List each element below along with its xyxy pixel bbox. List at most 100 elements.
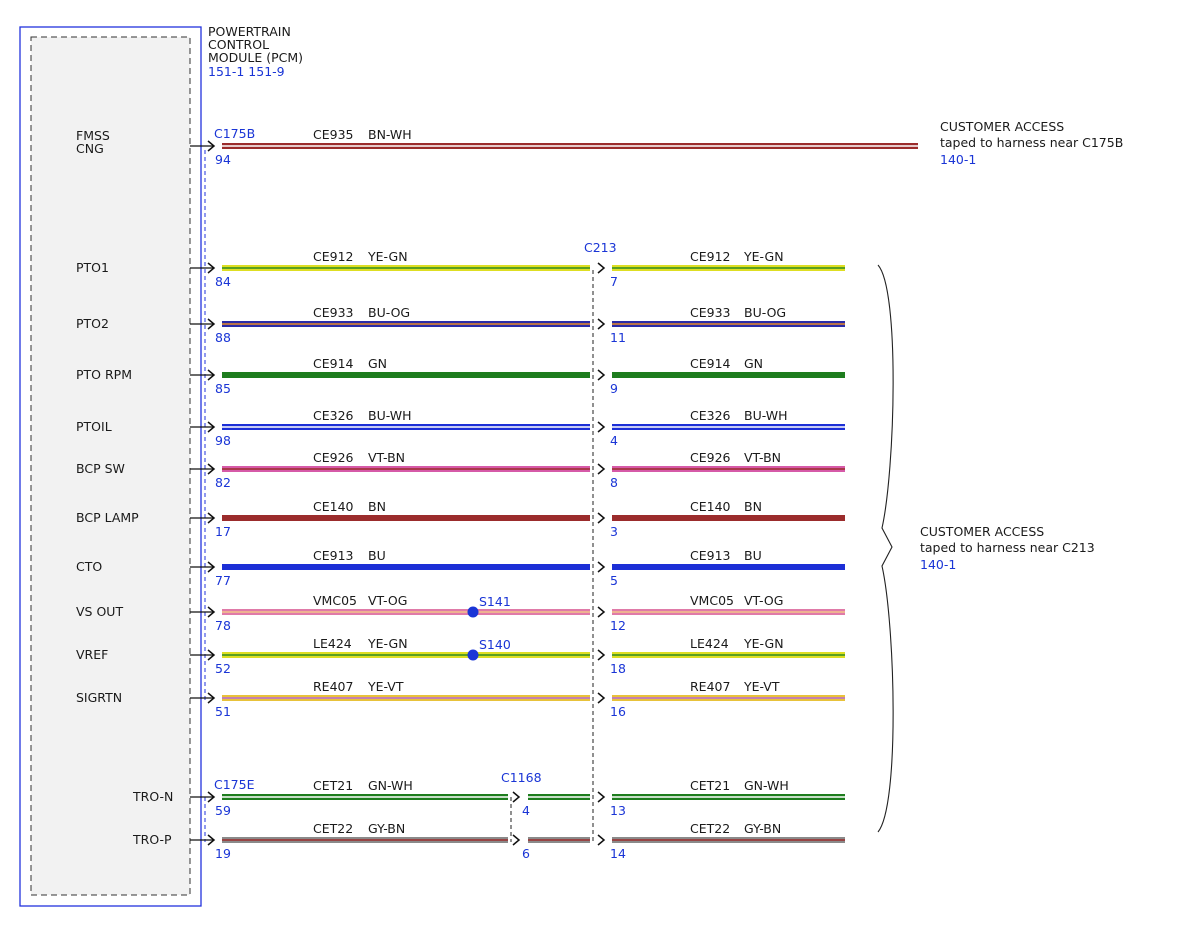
wire-color-code: VT-BN xyxy=(368,450,405,465)
wire-segment xyxy=(222,372,590,378)
module-title-line-2: CONTROL xyxy=(208,37,269,52)
arrow-icon xyxy=(207,421,216,433)
pin-number: 13 xyxy=(610,803,626,818)
signal-label: VS OUT xyxy=(76,604,123,619)
signal-label: CNG xyxy=(76,141,104,156)
wire-color-code: GN-WH xyxy=(368,778,413,793)
wire-color-code: BU xyxy=(744,548,762,563)
pin-number: 51 xyxy=(215,704,231,719)
splice-label: S140 xyxy=(479,637,511,652)
arrow-icon xyxy=(597,649,606,661)
arrow-icon xyxy=(597,421,606,433)
circuit-id: CE933 xyxy=(690,305,731,320)
circuit-id: CE914 xyxy=(313,356,354,371)
circuit-id: CE912 xyxy=(690,249,731,264)
signal-label: PTO RPM xyxy=(76,367,132,382)
wire-color-code: YE-GN xyxy=(367,249,408,264)
circuit-id: CE935 xyxy=(313,127,354,142)
wire-color-code: BU-WH xyxy=(744,408,788,423)
pin-number: 4 xyxy=(522,803,530,818)
pin-number: 8 xyxy=(610,475,618,490)
circuit-id: CE933 xyxy=(313,305,354,320)
circuit-id: VMC05 xyxy=(313,593,357,608)
wire-color-code: YE-GN xyxy=(367,636,408,651)
wire-color-code: YE-GN xyxy=(743,249,784,264)
splice-dot xyxy=(467,606,479,618)
circuit-id: CE913 xyxy=(313,548,354,563)
signal-label: CTO xyxy=(76,559,102,574)
signal-label: BCP LAMP xyxy=(76,510,139,525)
wire-color-code: BU-OG xyxy=(368,305,410,320)
arrow-icon xyxy=(207,791,216,803)
pin-number: 84 xyxy=(215,274,231,289)
circuit-id: CET21 xyxy=(690,778,730,793)
arrow-icon xyxy=(597,369,606,381)
pin-number: 85 xyxy=(215,381,231,396)
wire-color-code: VT-OG xyxy=(744,593,783,608)
wire-color-code: VT-OG xyxy=(368,593,407,608)
signal-label: BCP SW xyxy=(76,461,125,476)
arrow-icon xyxy=(597,606,606,618)
signal-label: PTO1 xyxy=(76,260,109,275)
pin-number: 6 xyxy=(522,846,530,861)
arrow-icon xyxy=(207,834,216,846)
arrow-icon xyxy=(512,791,521,803)
arrow-icon xyxy=(597,791,606,803)
signal-label: SIGRTN xyxy=(76,690,122,705)
arrow-icon xyxy=(207,140,216,152)
pin-number: 11 xyxy=(610,330,626,345)
pin-number: 77 xyxy=(215,573,231,588)
pin-number: 52 xyxy=(215,661,231,676)
wire-segment xyxy=(612,515,845,521)
top-access-title: CUSTOMER ACCESS xyxy=(940,119,1064,134)
pcm-module-body xyxy=(30,36,191,896)
arrow-icon xyxy=(597,692,606,704)
circuit-id: LE424 xyxy=(690,636,729,651)
arrow-icon xyxy=(207,512,216,524)
circuit-id: VMC05 xyxy=(690,593,734,608)
circuit-id: CE926 xyxy=(313,450,354,465)
circuit-id: CET22 xyxy=(690,821,730,836)
arrow-icon xyxy=(207,262,216,274)
pin-number: 98 xyxy=(215,433,231,448)
pin-number: 19 xyxy=(215,846,231,861)
circuit-id: CE913 xyxy=(690,548,731,563)
module-title-line-1: POWERTRAIN xyxy=(208,24,291,39)
arrow-icon xyxy=(207,318,216,330)
connector-c213-label: C213 xyxy=(584,240,617,255)
pin-number: 17 xyxy=(215,524,231,539)
arrow-icon xyxy=(597,318,606,330)
side-access-title: CUSTOMER ACCESS xyxy=(920,524,1044,539)
signal-label: PTOIL xyxy=(76,419,112,434)
signal-label: PTO2 xyxy=(76,316,109,331)
signal-label: TRO-N xyxy=(132,789,173,804)
wire-color-code: GN xyxy=(744,356,763,371)
circuit-id: CET21 xyxy=(313,778,353,793)
circuit-id: CET22 xyxy=(313,821,353,836)
circuit-id: RE407 xyxy=(690,679,730,694)
pin-number: 14 xyxy=(610,846,626,861)
wire-color-code: GY-BN xyxy=(368,821,405,836)
circuit-id: LE424 xyxy=(313,636,352,651)
arrow-icon xyxy=(207,606,216,618)
side-access-ref: 140-1 xyxy=(920,557,956,572)
arrow-icon xyxy=(207,649,216,661)
wire-color-code: GN-WH xyxy=(744,778,789,793)
pin-number: 9 xyxy=(610,381,618,396)
pin-number: 94 xyxy=(215,152,231,167)
wire-color-code: YE-VT xyxy=(367,679,404,694)
arrow-icon xyxy=(597,262,606,274)
circuit-id: CE326 xyxy=(313,408,354,423)
pin-number: 18 xyxy=(610,661,626,676)
module-ref: 151-1 151-9 xyxy=(208,64,285,79)
wire-color-code: GY-BN xyxy=(744,821,781,836)
wire-segment xyxy=(222,564,590,570)
wire-color-code: YE-GN xyxy=(743,636,784,651)
signal-label: VREF xyxy=(76,647,108,662)
circuit-id: CE926 xyxy=(690,450,731,465)
wire-segment xyxy=(222,515,590,521)
side-access-note: taped to harness near C213 xyxy=(920,540,1095,555)
pin-number: 5 xyxy=(610,573,618,588)
pin-number: 3 xyxy=(610,524,618,539)
